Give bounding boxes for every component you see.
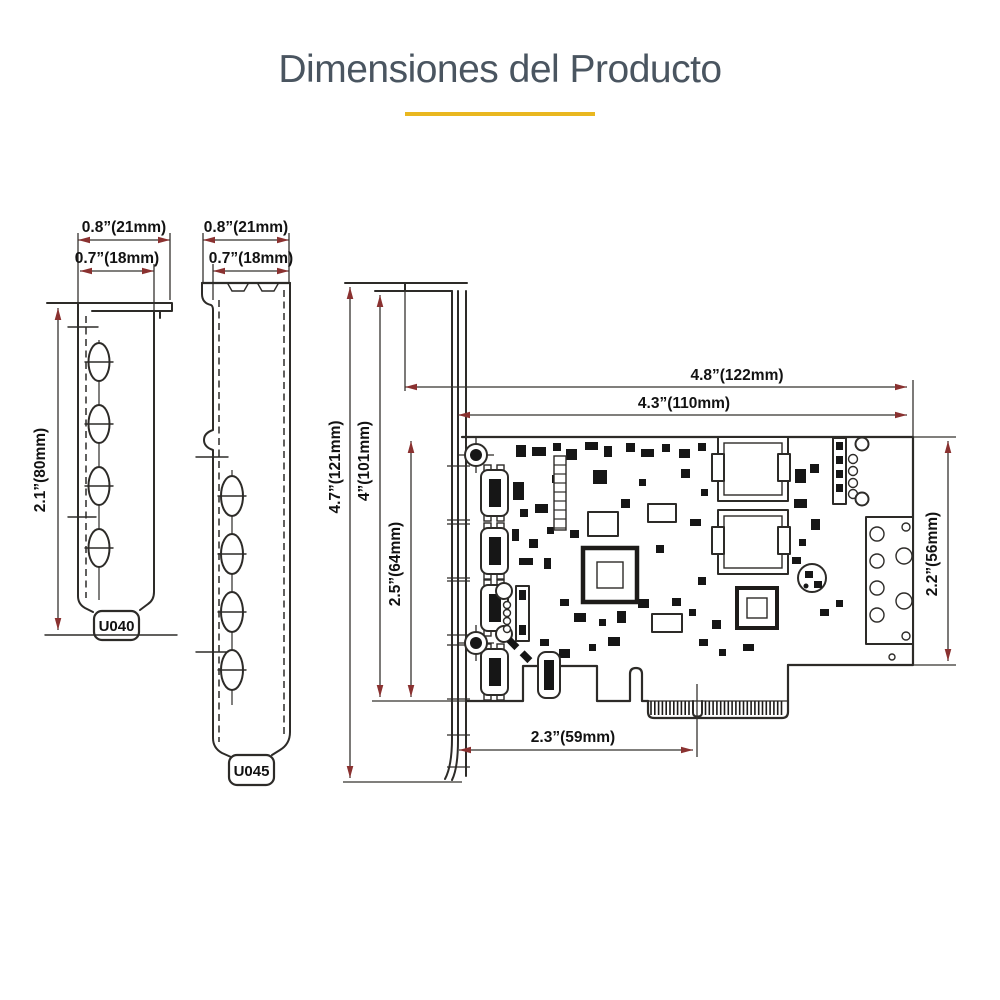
pcie-card — [344, 282, 915, 781]
bracket-screws — [458, 437, 494, 661]
card-dimension-annotations: 4.8”(122mm) 4.3”(110mm) 4.7”(121mm) 4”(1… — [327, 287, 956, 783]
usb-ports — [447, 464, 509, 701]
card-edge-offset-label: 2.3”(59mm) — [531, 729, 615, 746]
card-pcb-length-label: 4.3”(110mm) — [638, 395, 730, 412]
internal-connector — [495, 582, 561, 699]
transformer-module — [711, 509, 791, 575]
bracket-vent-slots — [84, 342, 114, 568]
pcb-components — [512, 442, 898, 658]
lp-outer-width-label: 0.8”(21mm) — [82, 219, 166, 236]
lp-inner-width-label: 0.7”(18mm) — [75, 250, 159, 267]
title-underline — [405, 112, 595, 116]
usb-port — [447, 522, 509, 580]
usb-port — [447, 643, 509, 701]
card-pcb-height-label: 2.5”(64mm) — [387, 522, 404, 606]
card-total-height-label: 4.7”(121mm) — [327, 420, 344, 513]
low-profile-bracket: 0.8”(21mm) 0.7”(18mm) U040 — [32, 219, 178, 642]
secondary-chip — [735, 586, 779, 630]
screw-rivet — [458, 625, 494, 661]
card-bracket-height-label: 4”(101mm) — [356, 421, 373, 501]
full-height-bracket: 0.8”(21mm) 0.7”(18mm) U045 — [195, 219, 293, 787]
main-controller-chip — [580, 545, 640, 605]
power-connector — [865, 516, 914, 661]
page-title: Dimensiones del Producto — [278, 48, 722, 91]
model-tab — [227, 753, 276, 787]
card-total-length-label: 4.8”(122mm) — [690, 367, 783, 384]
model-tab — [92, 609, 141, 642]
bracket-vent-slots — [217, 475, 247, 691]
fh-model-label: U045 — [234, 763, 270, 780]
header-connector — [832, 436, 870, 507]
small-ic — [587, 503, 683, 633]
lp-height-label: 2.1”(80mm) — [32, 428, 49, 512]
gold-fingers — [650, 701, 783, 715]
fh-outer-width-label: 0.8”(21mm) — [204, 219, 288, 236]
card-right-height-label: 2.2”(56mm) — [924, 512, 941, 596]
lp-model-label: U040 — [99, 618, 135, 635]
pcie-edge-connector — [646, 663, 790, 720]
transformer-module — [711, 436, 791, 502]
fh-inner-width-label: 0.7”(18mm) — [209, 250, 293, 267]
crystal-oscillator — [797, 563, 827, 593]
usb-port — [447, 464, 509, 522]
screw-rivet — [458, 437, 494, 473]
